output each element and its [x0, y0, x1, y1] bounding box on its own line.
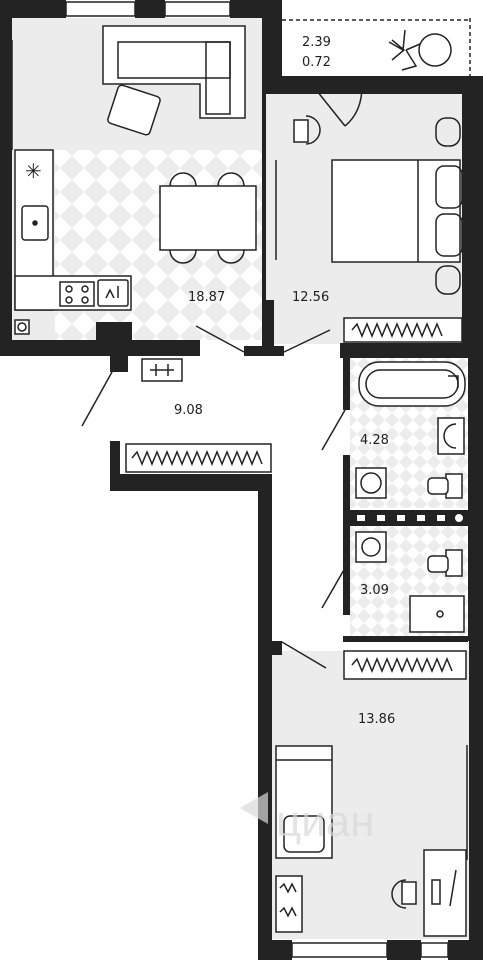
balcony-sub-area-label: 0.72: [302, 55, 331, 70]
hall-area-label: 9.08: [174, 403, 203, 418]
window-room2-bottom-1: [291, 942, 388, 958]
stove-icon: [59, 281, 95, 307]
wall-bottom-c: [448, 940, 483, 960]
dresser-icon: [275, 875, 303, 933]
chair-icon-room2: [391, 879, 417, 909]
plant-icon: [388, 29, 452, 71]
door-room2[interactable]: [281, 641, 327, 669]
shower-icon: [409, 595, 465, 633]
watermark-logo-text: циан: [276, 797, 375, 846]
toilet-icon: [427, 473, 463, 499]
door-toilet[interactable]: [321, 567, 346, 609]
wall-corridor-left: [258, 474, 272, 960]
toilet-icon-2: [427, 549, 463, 577]
wall-toilet-bottom: [343, 636, 468, 642]
desk-icon: [423, 849, 467, 937]
wall-bottom-b: [387, 940, 421, 960]
door-bedroom[interactable]: [283, 329, 331, 353]
bathtub-icon: [358, 361, 466, 407]
panel-icon: [141, 358, 183, 382]
door-entrance[interactable]: [81, 371, 113, 427]
armchair-icon: [107, 84, 161, 136]
table-icon: [159, 172, 257, 264]
sink-icon-toilet: [355, 531, 387, 563]
wall-hall-bottom: [110, 474, 272, 491]
wall-top-kitchen-c: [230, 0, 282, 18]
door-balcony[interactable]: [312, 85, 363, 127]
sink-icon-bath: [437, 417, 465, 455]
window-room2-bottom-2: [420, 942, 449, 958]
wardrobe-icon-hall: [125, 443, 272, 473]
wall-kitchen-bedroom: [262, 18, 282, 94]
wall-bath-left-2: [343, 455, 350, 615]
oven-icon: [97, 279, 129, 307]
pipes-icon: [357, 514, 463, 522]
wall-top-kitchen-b: [135, 0, 165, 18]
wall-kitchen-bottom-stub: [96, 322, 102, 356]
outlet-icon: [14, 319, 30, 335]
bathroom-area-label: 4.28: [360, 433, 389, 448]
wall-hall-right-top: [244, 346, 284, 356]
sink-icon: [21, 205, 49, 241]
washer-icon: [355, 467, 387, 499]
window-kitchen-top-1: [65, 1, 136, 17]
toilet-area-label: 3.09: [360, 583, 389, 598]
wall-hall-left: [110, 441, 120, 491]
chair-icon: [293, 115, 321, 145]
fridge-icon: ✳: [25, 159, 42, 183]
doors: [81, 85, 363, 669]
bed-icon: [331, 159, 463, 263]
windows: [11, 1, 471, 958]
door-bathroom[interactable]: [321, 409, 346, 451]
watermark: циан: [240, 792, 375, 846]
wall-right-room2: [469, 641, 483, 960]
room2-area-label: 13.86: [358, 712, 395, 727]
wall-hall-stub: [110, 356, 128, 372]
wall-bedroom-door-post: [262, 300, 274, 356]
wall-kitchen-bottom-shaft: [100, 322, 132, 356]
wall-bath-left: [343, 358, 350, 410]
watermark-logo-icon: [240, 792, 268, 824]
window-kitchen-top-2: [164, 1, 231, 17]
bedroom-area-label: 12.56: [292, 290, 329, 305]
balcony-area-label: 2.39: [302, 35, 331, 50]
bed-icon-room2: [275, 745, 333, 859]
wardrobe-icon: [343, 317, 463, 343]
wall-kitchen-bedroom-lower: [262, 94, 266, 356]
wall-bath-toilet: [343, 510, 468, 526]
wardrobe-icon-room2: [343, 650, 467, 680]
wall-balcony-bottom: [282, 76, 462, 94]
wall-right-bedroom: [462, 76, 483, 351]
wall-right-bath: [468, 351, 483, 641]
nightstand-icon: [435, 117, 461, 147]
wall-room2-top: [272, 641, 282, 655]
wall-left-kitchen: [0, 0, 12, 355]
nightstand-icon-2: [435, 265, 461, 295]
wall-bedroom-bottom: [340, 343, 468, 358]
wall-bottom-a: [258, 940, 292, 960]
sofa-icon: [102, 25, 246, 119]
room-labels: 2.39 0.72 18.87 12.56 9.08 4.28 3.09 13.…: [174, 35, 395, 727]
hall-corridor-floor: [272, 441, 350, 651]
kitchen-living-area-label: 18.87: [188, 290, 225, 305]
wall-top-kitchen-a: [0, 0, 66, 18]
furniture: ✳: [14, 25, 467, 937]
door-kitchen[interactable]: [195, 325, 245, 353]
